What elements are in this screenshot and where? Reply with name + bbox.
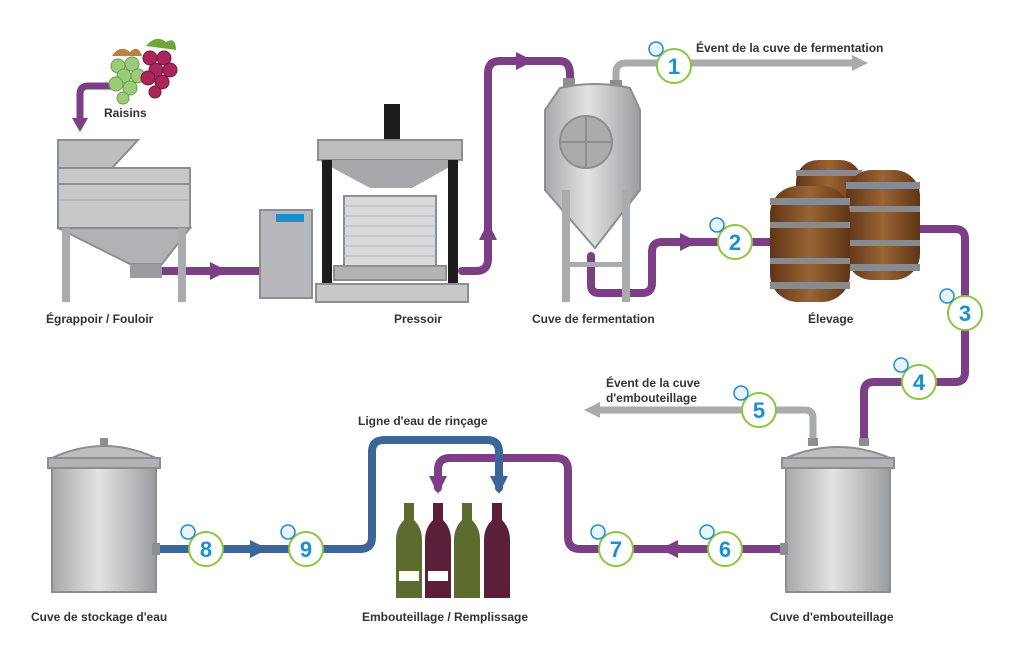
label-elevage: Élevage	[808, 311, 854, 326]
bottle-icon	[484, 503, 510, 598]
pipe-bottling-tank-to-filler	[434, 454, 787, 553]
destemmer-crusher	[57, 139, 193, 302]
marker-number: 9	[300, 537, 312, 562]
bottles	[396, 503, 510, 598]
marker-6: 6	[699, 524, 743, 567]
label-egrappoir: Égrappoir / Fouloir	[46, 311, 154, 326]
sensor-marker-icon	[709, 217, 725, 233]
marker-number: 1	[668, 54, 680, 79]
wine-pipes	[158, 57, 969, 553]
sensor-marker-icon	[939, 288, 955, 304]
flow-arrow-icon	[584, 402, 600, 418]
label-cuve-fermentation: Cuve de fermentation	[532, 312, 655, 326]
labels: Raisins Égrappoir / Fouloir Pressoir Cuv…	[31, 40, 894, 624]
flow-arrow-icon	[516, 52, 534, 70]
pipe-press-to-fermentation	[458, 57, 574, 275]
water-pipes	[154, 436, 503, 553]
flow-arrow-icon	[429, 476, 447, 494]
flow-arrow-icon	[72, 118, 88, 132]
marker-1: 1	[648, 41, 692, 84]
marker-2: 2	[709, 217, 753, 260]
fermentation-tank	[544, 78, 641, 302]
sensor-marker-icon	[180, 524, 196, 540]
barrel-icon	[770, 186, 850, 302]
label-embouteillage: Embouteillage / Remplissage	[362, 610, 528, 624]
sensor-marker-icon	[699, 524, 715, 540]
pipe-fermentation-to-barrels	[587, 238, 778, 297]
bottle-icon	[425, 503, 451, 598]
barrel-icon	[846, 170, 920, 280]
pipe-water-storage-to-filler	[154, 436, 503, 553]
sensor-marker-icon	[893, 357, 909, 373]
barrels	[770, 160, 920, 302]
bottle-icon	[454, 503, 480, 598]
marker-number: 7	[610, 537, 622, 562]
sensor-marker-icon	[648, 41, 664, 57]
flow-arrows	[72, 52, 868, 558]
flow-arrow-icon	[210, 262, 228, 280]
flow-arrow-icon	[852, 55, 868, 71]
label-event-fermentation: Évent de la cuve de fermentation	[696, 40, 883, 55]
label-raisins: Raisins	[104, 106, 147, 120]
press	[259, 104, 469, 303]
flow-arrow-icon	[479, 222, 497, 240]
flow-arrow-icon	[490, 476, 508, 494]
marker-number: 3	[959, 301, 971, 326]
sensor-marker-icon	[733, 385, 749, 401]
marker-number: 6	[719, 537, 731, 562]
flow-arrow-icon	[660, 540, 678, 558]
marker-3: 3	[939, 288, 983, 331]
marker-number: 2	[729, 230, 741, 255]
pipe-barrels-to-bottling-tank	[860, 225, 969, 446]
sensor-marker-icon	[590, 524, 606, 540]
marker-number: 5	[753, 398, 765, 423]
label-cuve-embouteillage: Cuve d'embouteillage	[770, 610, 894, 624]
marker-4: 4	[893, 357, 937, 400]
vent-fermentation-pipe	[612, 59, 856, 90]
bottle-icon	[396, 503, 422, 598]
label-event-embouteillage-2: d'embouteillage	[606, 391, 697, 405]
water-storage-tank	[47, 438, 161, 593]
marker-8: 8	[180, 524, 224, 567]
marker-7: 7	[590, 524, 634, 567]
label-event-embouteillage-1: Évent de la cuve	[606, 375, 700, 390]
sensor-markers: 1 2 3 4 5 6 7	[180, 41, 983, 567]
marker-5: 5	[733, 385, 777, 428]
marker-number: 4	[913, 370, 926, 395]
sensor-marker-icon	[280, 524, 296, 540]
grapes-drop-arrow	[76, 82, 116, 124]
vent-bottling-pipe	[594, 406, 817, 446]
label-ligne-eau: Ligne d'eau de rinçage	[358, 414, 488, 428]
flow-arrow-icon	[250, 540, 268, 558]
bottling-tank	[780, 438, 895, 593]
vent-pipes	[594, 59, 856, 446]
marker-9: 9	[280, 524, 324, 567]
marker-number: 8	[200, 537, 212, 562]
label-pressoir: Pressoir	[394, 312, 442, 326]
flow-arrow-icon	[680, 233, 698, 251]
grapes-icon	[108, 38, 178, 105]
label-cuve-stockage: Cuve de stockage d'eau	[31, 610, 167, 624]
